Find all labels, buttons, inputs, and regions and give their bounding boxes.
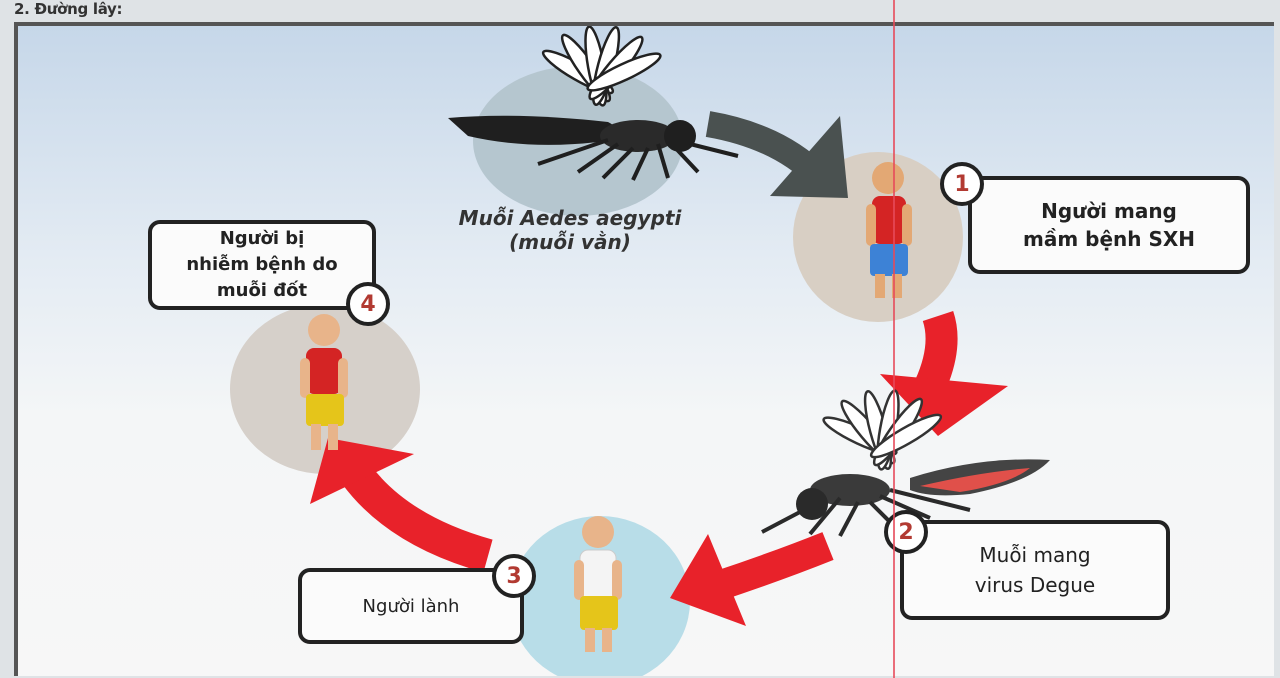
- person1-illustration: [866, 162, 912, 298]
- step1-number-badge: 1: [940, 162, 984, 206]
- step2-label-box: Muỗi mang virus Degue: [900, 520, 1170, 620]
- arrow-mosquito-to-person1: [705, 111, 848, 198]
- transmission-diagram: Muỗi Aedes aegypti (muỗi vằn) Người mang…: [14, 22, 1274, 676]
- step2-line1: Muỗi mang: [979, 543, 1091, 567]
- step3-number-badge: 3: [492, 554, 536, 598]
- step4-line2: nhiễm bệnh do: [186, 254, 338, 275]
- mosquito-species-caption: Muỗi Aedes aegypti (muỗi vằn): [450, 206, 690, 254]
- person3-illustration: [574, 516, 622, 652]
- scan-line: [893, 0, 895, 678]
- step4-line1: Người bị: [219, 228, 305, 249]
- step3-label-box: Người lành: [298, 568, 524, 644]
- mosquito-species-name: Muỗi Aedes aegypti: [458, 206, 682, 230]
- step2-line2: virus Degue: [974, 573, 1096, 597]
- step4-label-box: Người bị nhiễm bệnh do muỗi đốt: [148, 220, 376, 310]
- step1-label-box: Người mang mầm bệnh SXH: [968, 176, 1250, 274]
- mosquito-common-name: (muỗi vằn): [509, 230, 631, 254]
- step1-line1: Người mang: [1041, 199, 1177, 223]
- step4-line3: muỗi đốt: [216, 280, 308, 301]
- step4-number-badge: 4: [346, 282, 390, 326]
- person4-illustration: [300, 314, 348, 450]
- step2-number-badge: 2: [884, 510, 928, 554]
- step3-line1: Người lành: [362, 595, 460, 617]
- step1-line2: mầm bệnh SXH: [1022, 227, 1196, 251]
- arrow-person3-to-person4: [310, 438, 493, 573]
- section-heading: 2. Đường lây:: [14, 0, 123, 18]
- aedes-mosquito-illustration: [448, 26, 739, 181]
- arrow-person1-to-infected-mosquito: [880, 310, 1008, 436]
- arrow-infected-mosquito-to-person3: [670, 532, 834, 626]
